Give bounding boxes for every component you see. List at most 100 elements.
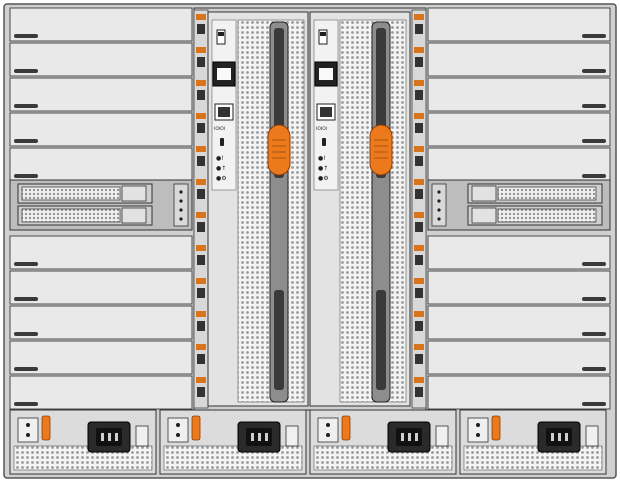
blank-pull-tab[interactable] xyxy=(14,69,38,73)
status-led: ●↑ xyxy=(216,165,226,172)
blank-slot xyxy=(9,147,193,182)
blank-slot xyxy=(427,147,611,182)
blank-pull-tab[interactable] xyxy=(14,402,38,406)
blank-slot xyxy=(427,235,611,270)
psu-release-latch[interactable] xyxy=(191,415,201,441)
blank-panel xyxy=(9,77,193,112)
guide-rail-slot xyxy=(415,255,423,265)
blank-pull-tab[interactable] xyxy=(582,332,606,336)
left-drive-bay xyxy=(9,7,193,410)
drive-carrier[interactable] xyxy=(467,205,603,226)
blank-pull-tab[interactable] xyxy=(14,34,38,38)
drive-carrier[interactable] xyxy=(467,183,603,204)
psu-status-led xyxy=(476,433,480,437)
usb-port-pin xyxy=(218,32,224,36)
blank-pull-tab[interactable] xyxy=(14,174,38,178)
power-supply-bay xyxy=(9,409,607,475)
guide-rail-slot xyxy=(415,354,423,364)
status-led: ●↑ xyxy=(318,165,328,172)
drive-vent xyxy=(497,208,597,223)
drive-release-latch[interactable] xyxy=(121,185,147,202)
controller-handle-grip xyxy=(274,290,284,390)
power-supply-2 xyxy=(159,409,307,475)
drive-status-led xyxy=(179,190,183,194)
usb-port-pin xyxy=(320,32,326,36)
drive-status-led xyxy=(437,199,441,203)
power-inlet-pin xyxy=(408,433,411,441)
blank-panel xyxy=(9,375,193,410)
reset-button[interactable] xyxy=(220,138,224,146)
controller-guide-rail xyxy=(193,9,209,409)
controller-b: IOIOI●!●↑●⚙ xyxy=(309,11,411,407)
blank-pull-tab[interactable] xyxy=(14,262,38,266)
blank-pull-tab[interactable] xyxy=(582,34,606,38)
blank-pull-tab[interactable] xyxy=(582,367,606,371)
reset-button[interactable] xyxy=(322,138,326,146)
port-label: IOIOI xyxy=(214,126,225,132)
guide-rail-slot xyxy=(197,189,205,199)
drive-status-panel xyxy=(431,183,447,227)
psu-switch[interactable] xyxy=(285,425,299,447)
release-latch-icon[interactable] xyxy=(369,124,393,176)
blank-pull-tab[interactable] xyxy=(582,174,606,178)
guide-rail-slot xyxy=(197,255,205,265)
release-latch-icon[interactable] xyxy=(267,124,291,176)
blank-panel xyxy=(427,305,611,340)
power-supply-1 xyxy=(9,409,157,475)
guide-rail-slot xyxy=(415,288,423,298)
guide-rail-tab xyxy=(196,311,206,317)
port-label: IOIOI xyxy=(316,126,327,132)
guide-rail-slot xyxy=(197,90,205,100)
guide-rail-tab xyxy=(414,344,424,350)
psu-status-led xyxy=(476,423,480,427)
drive-vent xyxy=(21,186,121,201)
guide-rail-tab xyxy=(414,278,424,284)
guide-rail-slot xyxy=(197,57,205,67)
blank-pull-tab[interactable] xyxy=(14,104,38,108)
blank-pull-tab[interactable] xyxy=(14,332,38,336)
drive-release-latch[interactable] xyxy=(471,185,497,202)
blank-pull-tab[interactable] xyxy=(582,139,606,143)
power-inlet-pin xyxy=(108,433,111,441)
blank-panel xyxy=(427,42,611,77)
management-port-socket xyxy=(218,107,230,117)
drive-carrier[interactable] xyxy=(17,205,153,226)
blank-slot xyxy=(9,7,193,42)
blank-pull-tab[interactable] xyxy=(14,297,38,301)
guide-rail-slot xyxy=(415,222,423,232)
guide-rail-tab xyxy=(196,245,206,251)
drive-release-latch[interactable] xyxy=(121,207,147,224)
blank-pull-tab[interactable] xyxy=(582,297,606,301)
psu-release-latch[interactable] xyxy=(41,415,51,441)
blank-pull-tab[interactable] xyxy=(582,402,606,406)
psu-release-latch[interactable] xyxy=(341,415,351,441)
guide-rail-slot xyxy=(415,156,423,166)
blank-pull-tab[interactable] xyxy=(14,139,38,143)
drive-status-led xyxy=(179,208,183,212)
drive-status-led xyxy=(437,217,441,221)
controller-a: IOIOI●!●↑●⚙ xyxy=(207,11,309,407)
usb-icon[interactable] xyxy=(216,29,226,45)
blank-pull-tab[interactable] xyxy=(582,262,606,266)
blank-pull-tab[interactable] xyxy=(582,69,606,73)
psu-switch[interactable] xyxy=(135,425,149,447)
blank-pull-tab[interactable] xyxy=(582,104,606,108)
blank-panel xyxy=(427,270,611,305)
status-led: ●⚙ xyxy=(318,175,329,182)
usb-icon[interactable] xyxy=(318,29,328,45)
psu-switch[interactable] xyxy=(435,425,449,447)
power-inlet-pin xyxy=(415,433,418,441)
blank-panel xyxy=(9,7,193,42)
psu-status-led xyxy=(26,423,30,427)
drive-carrier[interactable] xyxy=(17,183,153,204)
psu-switch[interactable] xyxy=(585,425,599,447)
right-drive-bay xyxy=(427,7,611,410)
drive-release-latch[interactable] xyxy=(471,207,497,224)
guide-rail-slot xyxy=(197,156,205,166)
drive-status-led xyxy=(437,190,441,194)
psu-vent xyxy=(13,445,153,471)
psu-release-latch[interactable] xyxy=(491,415,501,441)
blank-pull-tab[interactable] xyxy=(14,367,38,371)
blank-slot xyxy=(427,375,611,410)
